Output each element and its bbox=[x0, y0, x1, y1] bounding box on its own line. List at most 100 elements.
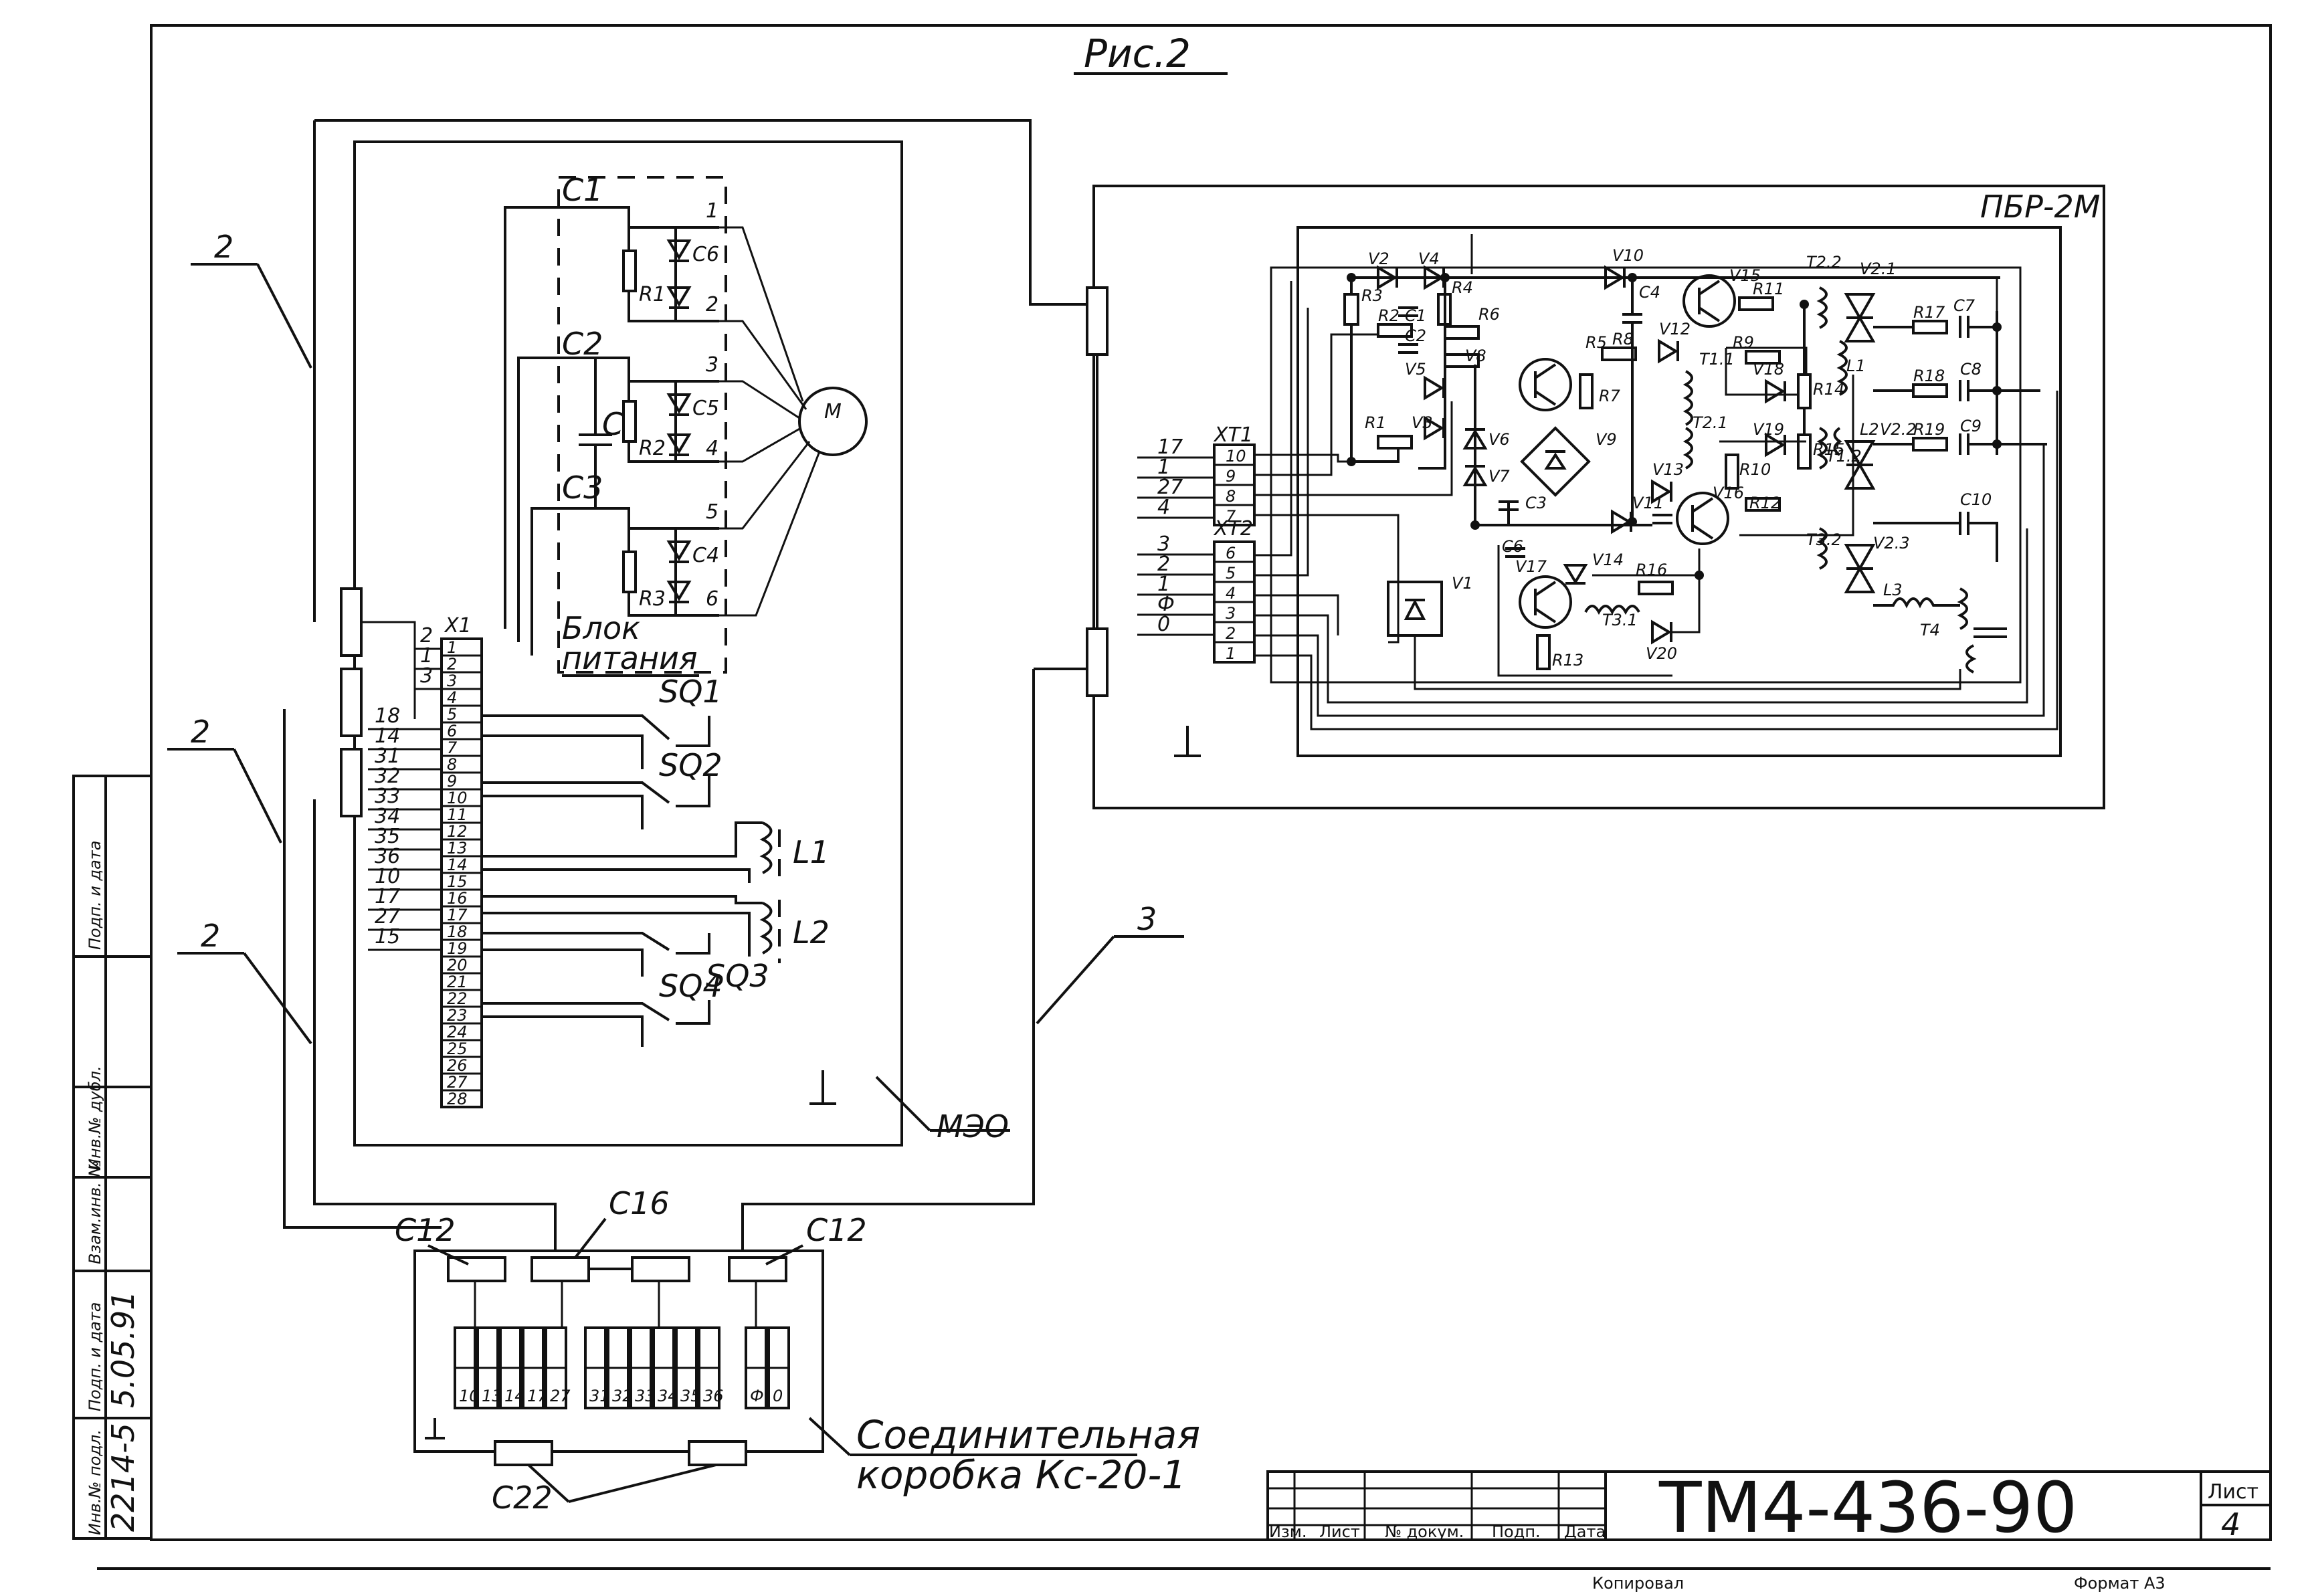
pbr-component-label: C1 bbox=[1405, 306, 1426, 325]
xt1-wire-label: 1 bbox=[1157, 456, 1170, 479]
pbr-component-label: R11 bbox=[1753, 280, 1784, 298]
pbr-component-label: R4 bbox=[1452, 278, 1473, 297]
pbr-component-label: R3 bbox=[1361, 286, 1383, 305]
xt1-pin-label: 7 bbox=[1226, 507, 1236, 526]
x1-pin-label: 4 bbox=[447, 688, 457, 707]
power-block-label-1: Блок bbox=[562, 610, 640, 646]
pbr-component-label: V2.3 bbox=[1873, 534, 1910, 553]
cable-label-3: 3 bbox=[1137, 901, 1157, 937]
power-block: Блок питания C1 C2 C3 C bbox=[504, 172, 727, 677]
x1-pin-label: 27 bbox=[447, 1073, 468, 1092]
junction-box-label-1: Соединительная bbox=[856, 1412, 1200, 1458]
jb-terminal-label: 35 bbox=[680, 1387, 701, 1405]
x1-pin-label: 3 bbox=[447, 672, 457, 690]
pbr-component-label: R15 bbox=[1813, 440, 1844, 459]
x1-pin-label: 14 bbox=[447, 856, 468, 874]
pb-terminal-4: 4 bbox=[706, 437, 718, 460]
pbr-component-label: T2.2 bbox=[1806, 253, 1842, 272]
pbr-component-label: R8 bbox=[1612, 330, 1634, 348]
xt1-label: XT1 bbox=[1213, 423, 1253, 447]
pbr-component-label: R7 bbox=[1599, 387, 1621, 405]
jb-terminal-label: 27 bbox=[550, 1387, 571, 1405]
x1-pin-label: 9 bbox=[447, 772, 457, 791]
x1-pin-label: 10 bbox=[447, 789, 468, 807]
pb-terminal-3: 3 bbox=[706, 353, 718, 377]
pbr-component-label: R12 bbox=[1749, 494, 1781, 512]
x1-pin-label: 17 bbox=[447, 906, 468, 924]
xt1-wire-label: 27 bbox=[1157, 476, 1183, 499]
tb-col-list: Лист bbox=[1319, 1522, 1360, 1541]
x1-pin-label: 1 bbox=[447, 638, 457, 657]
x1-wire-label: 35 bbox=[375, 825, 400, 848]
pbr-component-label: C7 bbox=[1953, 296, 1976, 315]
xt2-pin-label: 5 bbox=[1226, 564, 1236, 583]
pbr-component-label: T2.1 bbox=[1693, 413, 1728, 432]
pbr-component-label: V5 bbox=[1405, 360, 1426, 379]
pbr-component-label: R5 bbox=[1585, 333, 1607, 352]
drawing-frame bbox=[97, 24, 2272, 1570]
switch-sq4: SQ4 bbox=[659, 968, 723, 1004]
xt2-pin-label: 3 bbox=[1226, 604, 1236, 623]
side-stamp-field-3: Взам.инв. № bbox=[86, 1161, 104, 1264]
pbr-component-label: C10 bbox=[1960, 490, 1992, 509]
jb-terminal-label: 34 bbox=[658, 1387, 678, 1405]
cap-c: C bbox=[602, 406, 623, 442]
xt2-label: XT2 bbox=[1213, 517, 1253, 540]
pbr-component-label: R16 bbox=[1636, 561, 1667, 579]
x1-pin-label: 8 bbox=[447, 755, 457, 774]
cable-2-routes bbox=[283, 119, 1094, 1251]
pbr-component-label: V10 bbox=[1612, 246, 1644, 265]
jb-terminal-label: 33 bbox=[635, 1387, 656, 1405]
pbr-component-label: V12 bbox=[1659, 320, 1691, 338]
meo-cable-glands bbox=[340, 587, 363, 817]
res-r2: R2 bbox=[639, 437, 666, 460]
x1-pin-label: 23 bbox=[447, 1006, 468, 1025]
tb-col-data: Дата bbox=[1564, 1522, 1606, 1541]
x1-pin-label: 16 bbox=[447, 889, 468, 908]
pbr-component-label: R9 bbox=[1733, 333, 1754, 352]
x1-wire-label: 14 bbox=[375, 724, 400, 748]
jb-terminal-label: 32 bbox=[612, 1387, 633, 1405]
cable-label-2-mid: 2 bbox=[191, 714, 210, 750]
pb-terminal-1: 1 bbox=[706, 199, 718, 223]
motor: M bbox=[719, 226, 868, 617]
pbr-component-label: C8 bbox=[1960, 360, 1982, 379]
pbr-component-label: C4 bbox=[1639, 283, 1660, 302]
meo-switches: SQ1 SQ2 L1 L2 SQ3 SQ4 bbox=[482, 674, 830, 1047]
x1-pin-label: 25 bbox=[447, 1039, 468, 1058]
x1-wire-label: 36 bbox=[375, 845, 400, 868]
pbr-component-label: L2 bbox=[1860, 420, 1879, 439]
tb-col-docum: № докум. bbox=[1385, 1522, 1464, 1541]
xt1-wire-label: 4 bbox=[1157, 496, 1170, 519]
x1-pin-label: 28 bbox=[447, 1090, 468, 1108]
xt2-pin-label: 4 bbox=[1226, 584, 1236, 603]
jb-terminal-label: 13 bbox=[482, 1387, 502, 1405]
jb-terminal-label: 36 bbox=[703, 1387, 724, 1405]
pbr-component-label: T3.1 bbox=[1602, 611, 1638, 629]
gland-c22: C22 bbox=[492, 1480, 553, 1516]
cap-c1: C1 bbox=[562, 172, 603, 208]
pbr-component-label: V14 bbox=[1592, 551, 1624, 569]
pbr-component-label: R10 bbox=[1739, 460, 1771, 479]
x1-pin-label: 21 bbox=[447, 973, 468, 991]
power-cell-3 bbox=[622, 527, 719, 617]
power-cell-2 bbox=[622, 380, 719, 463]
x1-label: X1 bbox=[444, 614, 472, 637]
pbr-component-label: V6 bbox=[1488, 430, 1510, 449]
xt2-wire-label: 3 bbox=[1157, 532, 1170, 556]
switch-sq1: SQ1 bbox=[659, 674, 723, 710]
gland-c12-left: C12 bbox=[395, 1212, 456, 1248]
switch-sq3: SQ3 bbox=[706, 958, 769, 994]
xt1-pin-label: 8 bbox=[1226, 487, 1236, 506]
motor-label: M bbox=[824, 400, 842, 423]
meo-coil-l2: L2 bbox=[793, 914, 830, 951]
jb-terminal-label: Ф bbox=[750, 1387, 764, 1405]
pbr-component-label: V17 bbox=[1515, 557, 1547, 576]
x1-pin-label: 26 bbox=[447, 1056, 468, 1075]
xt1-wire-label: 17 bbox=[1157, 435, 1183, 459]
pbr-component-label: R13 bbox=[1552, 651, 1583, 670]
power-cell-1 bbox=[622, 226, 719, 322]
xt2-wire-label: Ф bbox=[1157, 593, 1175, 616]
x1-wire-label: 15 bbox=[375, 925, 400, 949]
